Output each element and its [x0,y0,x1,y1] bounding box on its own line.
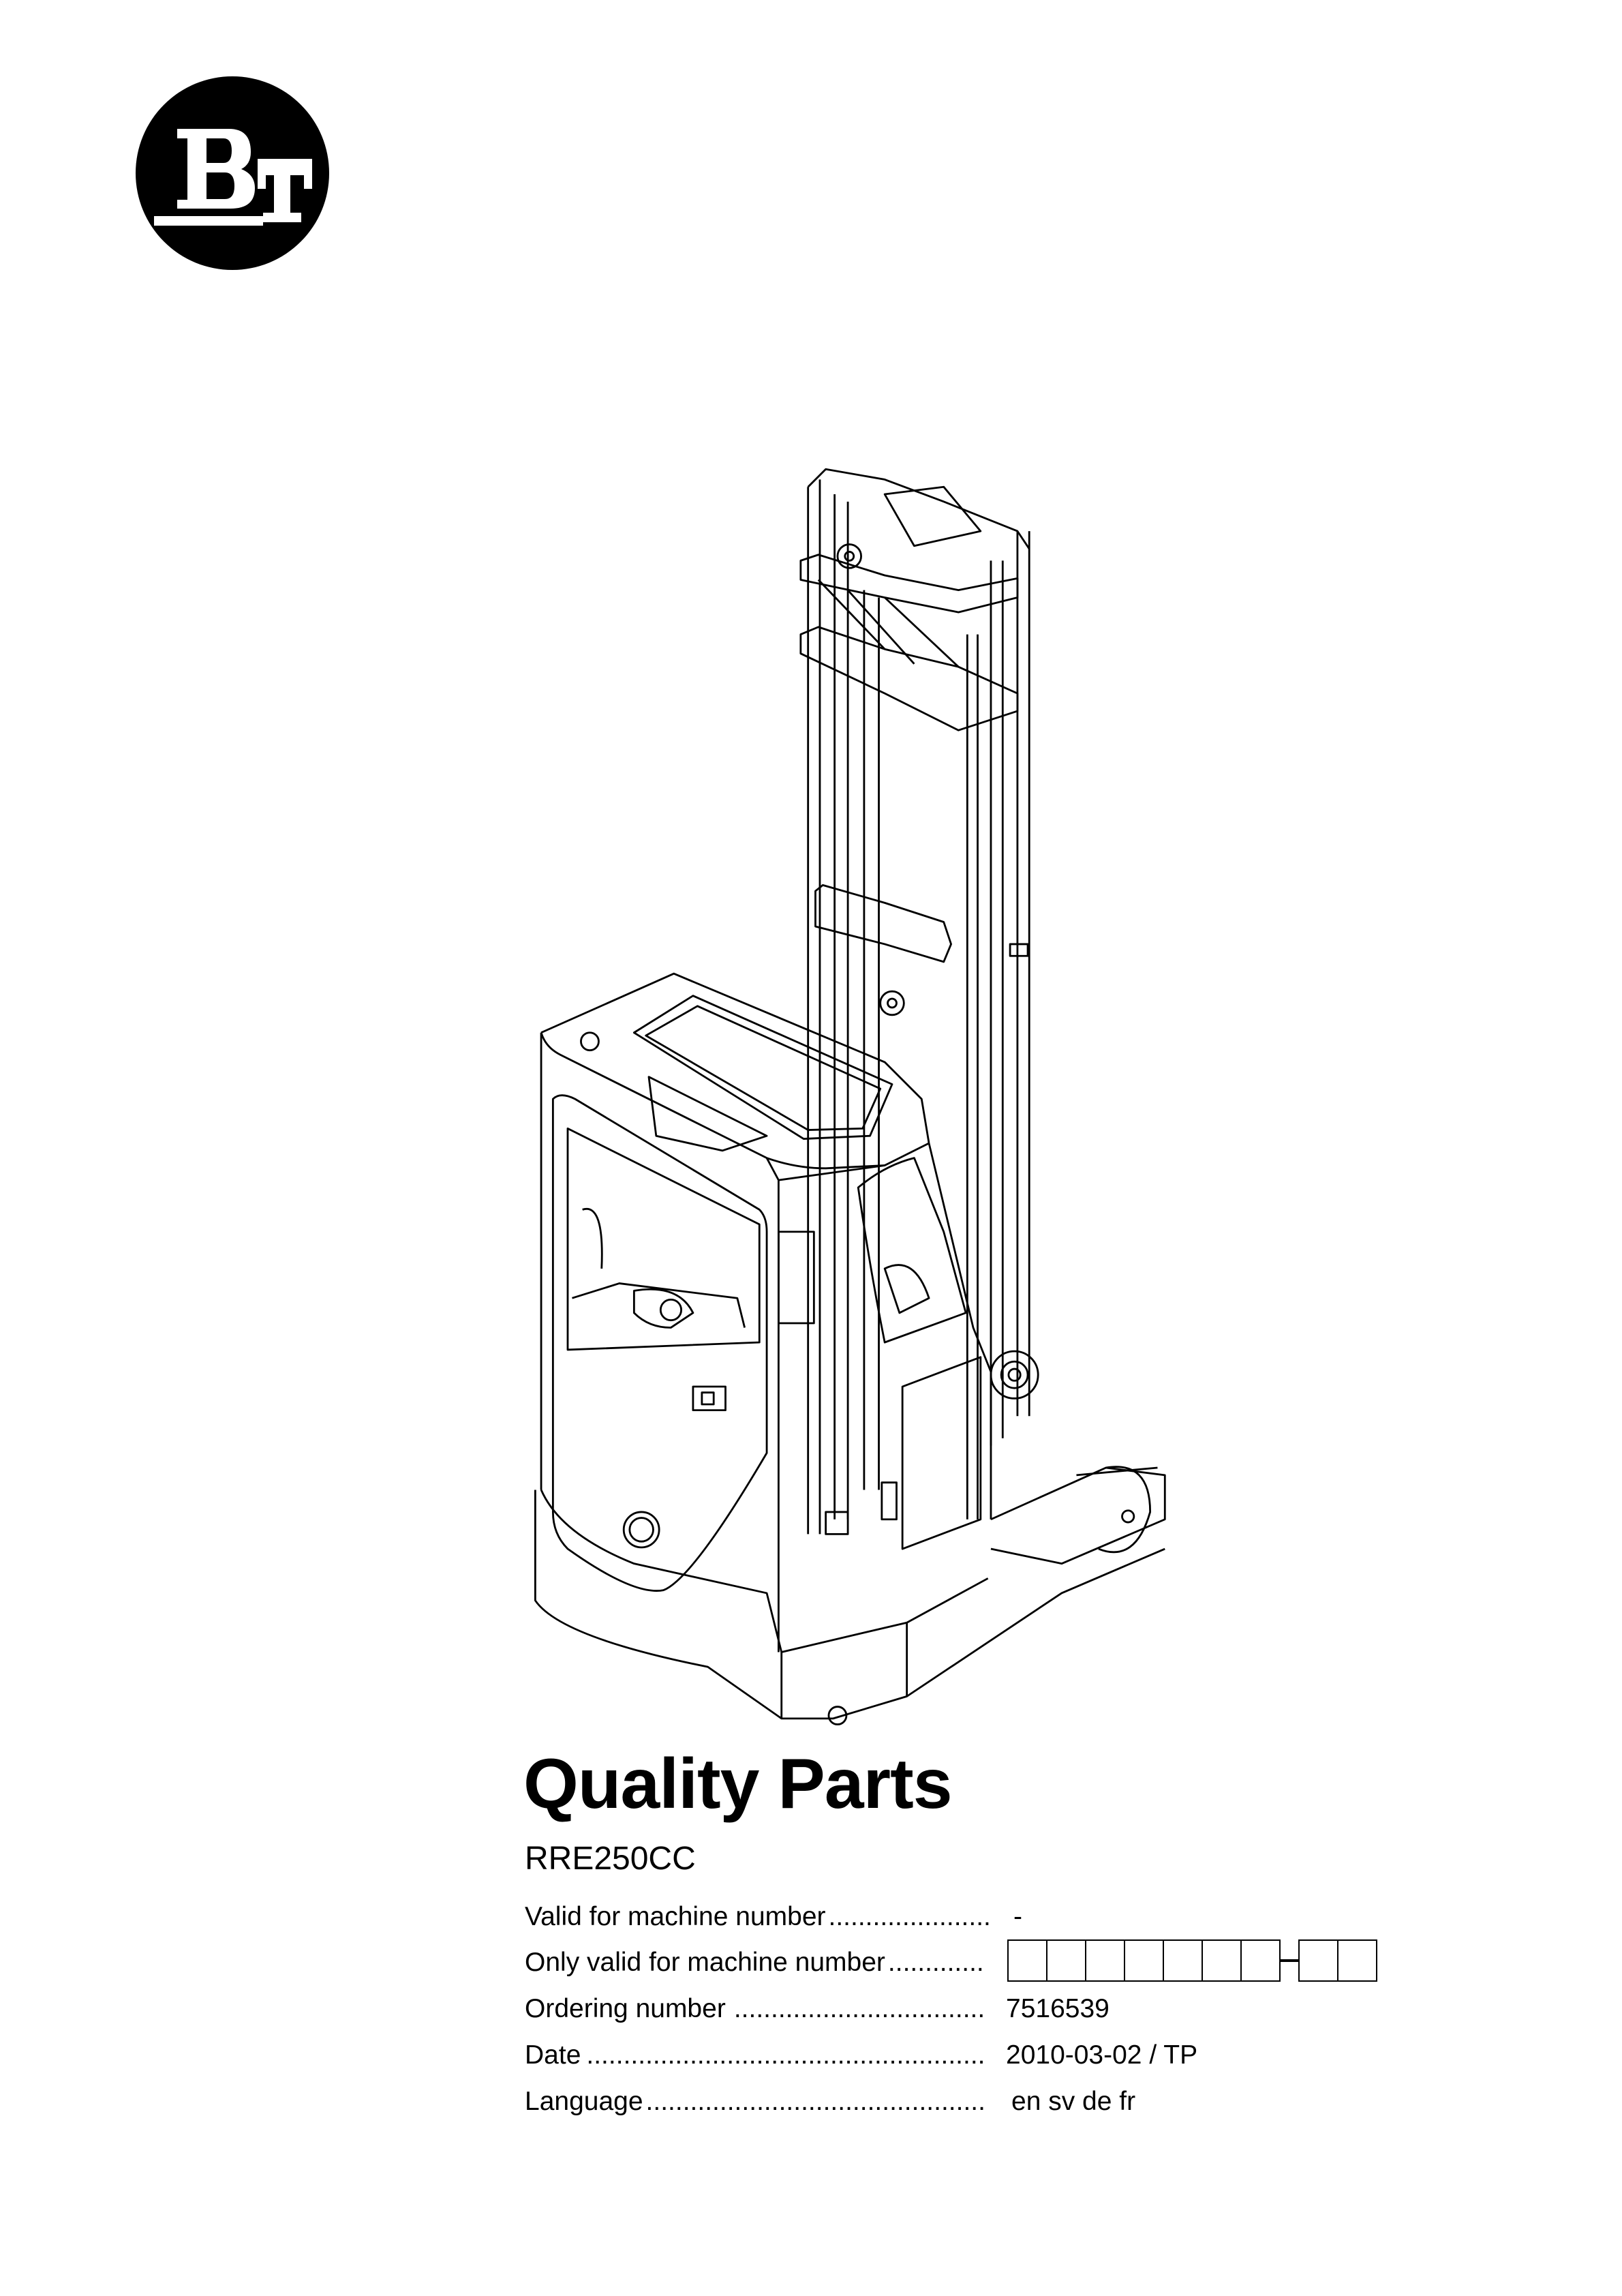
digit-box [1007,1939,1046,1982]
field-value: - [1013,1902,1022,1931]
field-date: Date....................................… [525,2038,1622,2072]
field-only-valid-for-machine-number: Only valid for machine number...........… [525,1946,1622,1980]
digit-box [1124,1939,1163,1982]
field-value: 2010-03-02 / TP [1006,2040,1198,2070]
reach-truck-illustration [534,468,1166,1725]
document-title: Quality Parts [523,1744,953,1824]
digit-box [1240,1939,1281,1982]
digit-box [1202,1939,1240,1982]
field-value: en sv de fr [1011,2087,1136,2116]
field-label: Date [525,2040,581,2070]
digit-box [1337,1939,1377,1982]
field-ordering-number: Ordering number.........................… [525,1992,1622,2026]
dot-leader: .................................. [733,1994,985,2023]
field-value: 7516539 [1006,1994,1110,2023]
field-valid-for-machine-number: Valid for machine number................… [525,1900,1622,1934]
mast [799,468,1030,1535]
digit-box [1163,1939,1202,1982]
separator-dash [1281,1959,1298,1962]
field-label: Only valid for machine number [525,1948,885,1977]
digit-box [1085,1939,1124,1982]
model-number: RRE250CC [525,1841,696,1877]
dot-leader: ........................................… [586,2040,985,2070]
digit-box [1298,1939,1337,1982]
field-language: Language................................… [525,2085,1622,2119]
field-label: Language [525,2087,643,2116]
bt-logo [136,76,329,270]
digit-box [1046,1939,1085,1982]
dot-leader: ............. [887,1948,984,1977]
field-label: Valid for machine number [525,1902,826,1931]
cab [534,972,1166,1725]
machine-number-boxes [1007,1939,1377,1982]
dot-leader: ...................... [828,1902,991,1931]
field-label: Ordering number [525,1994,726,2023]
dot-leader: ........................................… [645,2087,985,2116]
